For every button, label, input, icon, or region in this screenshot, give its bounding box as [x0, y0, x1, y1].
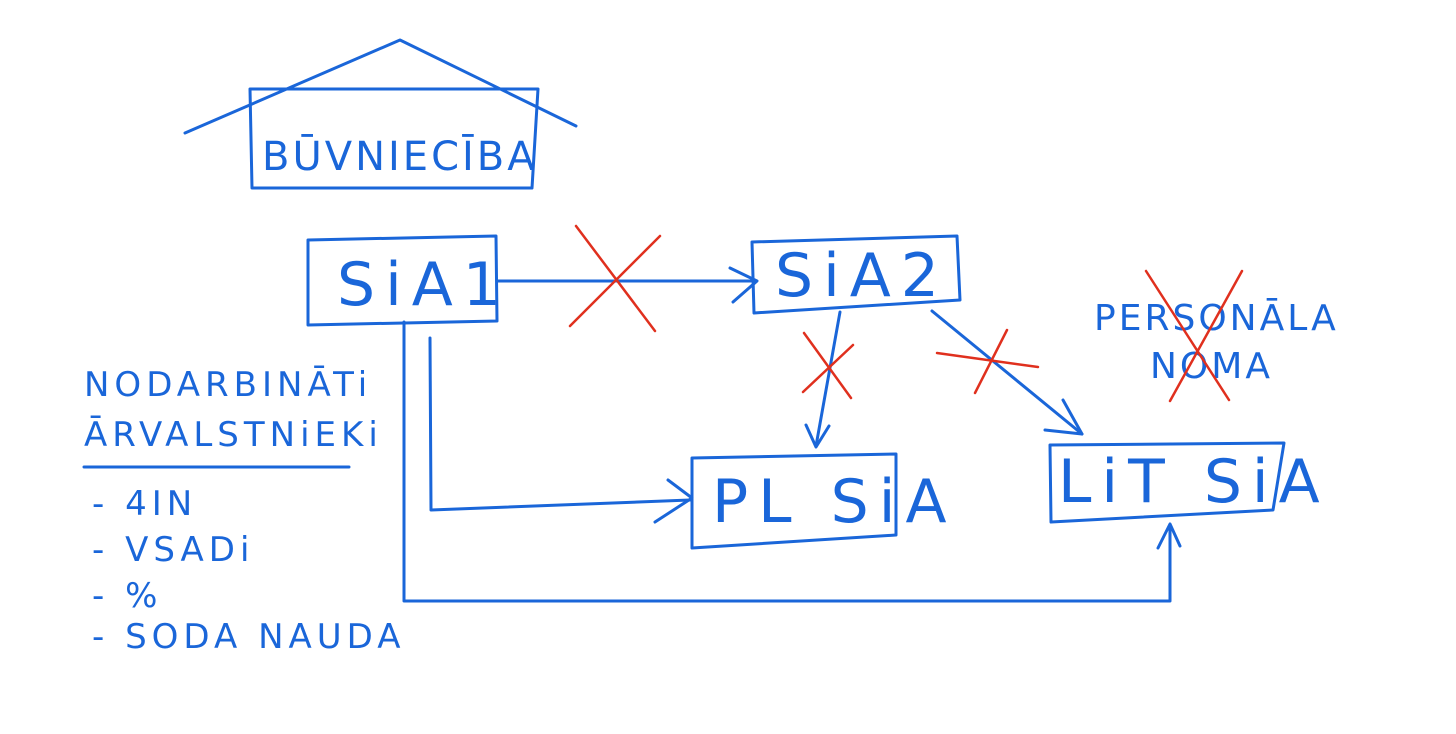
cross-sia2-lit-sia	[935, 328, 1040, 395]
sia2-box	[750, 234, 962, 315]
cross-sia1-sia2	[568, 224, 662, 333]
node-pl-sia: PL SiA	[690, 452, 956, 550]
arrowhead	[1156, 522, 1182, 550]
arrowhead	[1043, 398, 1084, 436]
list-item: - SODA NAUDA	[92, 617, 406, 657]
sidebar-heading-line2: ĀRVALSTNiEKi	[84, 415, 383, 455]
arrow-sia2-to-lit-sia	[930, 309, 1084, 436]
note-cross-b	[1168, 269, 1244, 403]
arrow-sia1-to-lit-sia	[402, 320, 1182, 603]
arrowhead	[804, 423, 831, 449]
header-title: BŪVNIECĪBA	[262, 133, 538, 180]
house-box	[248, 87, 540, 190]
staffing-note: PERSONĀLA NOMA	[1094, 269, 1336, 403]
lit-sia-label: LiT SiA	[1058, 447, 1330, 517]
arrowhead	[653, 478, 694, 524]
arrowhead	[728, 266, 759, 304]
note-line2: NOMA	[1150, 346, 1273, 387]
sia1-label: SiA1	[337, 250, 511, 320]
sidebar-heading-line1: NODARBINĀTi	[84, 365, 372, 405]
sidebar-notes: NODARBINĀTi ĀRVALSTNiEKi - 4IN - VSADi -…	[82, 365, 406, 657]
arrow-sia1-to-pl-sia	[428, 336, 694, 524]
node-sia2: SiA2	[750, 234, 962, 315]
sia2-label: SiA2	[775, 241, 949, 311]
roof-line	[183, 38, 578, 135]
list-item: - VSADi	[92, 530, 254, 570]
note-cross-a	[1144, 269, 1231, 402]
node-lit-sia: LiT SiA	[1048, 441, 1330, 524]
cross-sia2-pl-sia	[801, 331, 855, 400]
node-sia1: SiA1	[306, 234, 511, 327]
sia1-box	[306, 234, 499, 327]
pl-sia-box	[690, 452, 898, 550]
list-item: - 4IN	[92, 484, 197, 524]
lit-sia-box	[1048, 441, 1286, 524]
header-house: BŪVNIECĪBA	[183, 38, 578, 190]
arrow-sia1-to-sia2	[496, 266, 759, 304]
arrow-sia2-to-pl-sia	[804, 310, 842, 449]
pl-sia-label: PL SiA	[712, 467, 956, 537]
list-item: - %	[92, 576, 162, 616]
